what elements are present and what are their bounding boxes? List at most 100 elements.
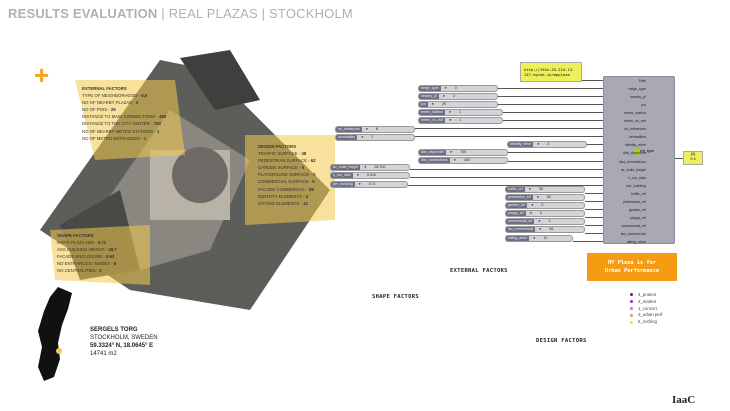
slider-grip-icon[interactable]: ● bbox=[538, 219, 541, 223]
component-input: traffic_srf bbox=[631, 191, 646, 196]
factor-value: 700 bbox=[153, 121, 161, 127]
component-input: playgr_srf bbox=[630, 215, 646, 220]
site-coords: 59.3324° N, 18.0645° E bbox=[90, 343, 154, 349]
slider-value: 0 bbox=[541, 203, 544, 207]
slider-grip-icon[interactable]: ● bbox=[364, 165, 367, 169]
legend-item: 5_nothing bbox=[630, 319, 662, 326]
slider-fac-commercial[interactable]: fac_commercial●89 bbox=[505, 226, 585, 233]
slider-centralities[interactable]: centralities●2 bbox=[335, 134, 415, 141]
legend-item: 1_concert bbox=[630, 306, 662, 313]
factor-item: RATIO PLAZA H/W - 0.71 bbox=[57, 239, 117, 246]
factor-value: 0 bbox=[312, 179, 315, 185]
factor-item: GARDEN SURFACE - 0 bbox=[258, 164, 316, 171]
factor-item: PEDESTRIAN SURFACE - 62 bbox=[258, 157, 316, 164]
slider-label: identity_elem bbox=[508, 142, 534, 147]
slider-nearby-pl[interactable]: nearby_pl●3 bbox=[418, 93, 498, 100]
component-input: fac_commercial bbox=[620, 231, 646, 236]
factor-value: 0 bbox=[301, 165, 305, 171]
legend-dot-icon bbox=[630, 306, 633, 310]
slider-dist-citycenter[interactable]: dist_citycenter●700 bbox=[418, 149, 508, 156]
slider-metro-station[interactable]: metro_station●1 bbox=[418, 109, 503, 116]
slider-label: garden_srf bbox=[506, 203, 528, 208]
slider-per-building[interactable]: per_building●0.71 bbox=[330, 181, 408, 188]
slider-value: 2 bbox=[371, 135, 374, 139]
slider-sitting-elem[interactable]: sitting_elem●12 bbox=[505, 235, 573, 242]
slider-grip-icon[interactable]: ● bbox=[444, 86, 447, 90]
wire bbox=[415, 128, 603, 130]
slider-grip-icon[interactable]: ● bbox=[361, 135, 364, 139]
slider-label: commercial_srf bbox=[506, 219, 535, 224]
slider-grip-icon[interactable]: ● bbox=[365, 127, 368, 131]
slider-grip-icon[interactable]: ● bbox=[449, 118, 452, 122]
slider-pedestrian-srf[interactable]: pedestrian_srf●62 bbox=[505, 194, 585, 201]
component-input: av_build_height bbox=[620, 167, 646, 172]
factor-item: NO OF NEARBY PLAZAS - 3 bbox=[82, 99, 166, 106]
slider-no-entrances[interactable]: no_entrances●8 bbox=[335, 126, 415, 133]
component-input: metro_no_ent bbox=[623, 119, 646, 124]
aerial-plaza-image bbox=[40, 50, 335, 310]
factor-value: 0.93 bbox=[105, 254, 115, 260]
factor-label: NO OF NEARBY METRO STATIONS - bbox=[82, 128, 157, 134]
slider-grip-icon[interactable]: ● bbox=[431, 102, 434, 106]
slider-grip-icon[interactable]: ● bbox=[449, 150, 453, 154]
slider-label: pedestrian_srf bbox=[506, 195, 533, 200]
slider-value: 0.510 bbox=[366, 173, 376, 177]
slider-traffic-srf[interactable]: traffic_srf●38 bbox=[505, 186, 585, 193]
slider-garden-srf[interactable]: garden_srf● 0 bbox=[505, 202, 585, 209]
slider-grip-icon[interactable]: ● bbox=[536, 195, 539, 199]
slider-metro-no-ent[interactable]: metro_no_ent●1 bbox=[418, 117, 503, 124]
slider-grip-icon[interactable]: ● bbox=[533, 236, 536, 240]
slider-grip-icon[interactable]: ● bbox=[529, 211, 532, 215]
component-input: dist_citycenter bbox=[623, 151, 646, 156]
slider-value: 12 bbox=[543, 236, 548, 240]
slider-h-sm-ratio[interactable]: h_sm_ratio●0.510 bbox=[330, 172, 410, 179]
legend-dot-icon bbox=[630, 320, 633, 324]
slider-commercial-srf[interactable]: commercial_srf●0 bbox=[505, 218, 585, 225]
slider-grip-icon[interactable]: ● bbox=[453, 158, 456, 162]
slider-grip-icon[interactable]: ● bbox=[356, 173, 359, 177]
factor-label: COMMERCIAL SURFACE - bbox=[258, 179, 313, 185]
slider-grip-icon[interactable]: ● bbox=[531, 203, 534, 207]
slider-grip-icon[interactable]: ● bbox=[537, 142, 540, 146]
slider-grip-icon[interactable]: ● bbox=[358, 182, 361, 186]
factor-label: SITTING ELEMENTS - bbox=[258, 200, 304, 206]
legend-item: 4_protest bbox=[630, 292, 662, 299]
wire bbox=[503, 120, 603, 122]
output-panel[interactable]: {0}0 4 bbox=[683, 151, 703, 165]
wire bbox=[587, 144, 603, 146]
component-input: dist_connections bbox=[619, 159, 646, 164]
slider-label: metro_station bbox=[419, 110, 445, 115]
slider-grip-icon[interactable]: ● bbox=[528, 187, 531, 191]
slider-label: fac_commercial bbox=[506, 227, 536, 232]
slider-grip-icon[interactable]: ● bbox=[539, 227, 542, 231]
slider-grip-icon[interactable]: ● bbox=[448, 110, 451, 114]
slider-identity-elem[interactable]: identity_elem●3 bbox=[507, 141, 587, 148]
factor-label: TYPE OF NEIGHBORHOOD - bbox=[82, 93, 142, 99]
factor-item: COMMERCIAL SURFACE - 0 bbox=[258, 178, 316, 185]
legend-item: 2_market bbox=[630, 299, 662, 306]
wire bbox=[585, 200, 603, 202]
factor-label: GARDEN SURFACE - bbox=[258, 165, 302, 171]
factor-value: 1 bbox=[156, 128, 160, 134]
slider-grip-icon[interactable]: ● bbox=[442, 94, 445, 98]
slider-poi[interactable]: poi●29 bbox=[418, 101, 498, 108]
factor-item: PLAYGROUND SURFACE - 0 bbox=[258, 171, 316, 178]
page-title: RESULTS EVALUATION | REAL PLAZAS | STOCK… bbox=[8, 6, 353, 21]
slider-heigh-type[interactable]: heigh_type●0 bbox=[418, 85, 498, 92]
factor-item: AVG BUILDING HEIGHT - 28.7 bbox=[57, 246, 117, 253]
slider-label: per_building bbox=[331, 182, 355, 187]
slider-playgr-srf[interactable]: playgr_srf●0 bbox=[505, 210, 585, 217]
url-panel[interactable]: http://192x-35-224-13-127.ngrok.io/mppla… bbox=[520, 62, 582, 82]
factor-value: 450 bbox=[159, 114, 167, 120]
site-area: 14741 m2 bbox=[90, 351, 117, 357]
slider-av-build-height[interactable]: av_build_height●28.700 bbox=[330, 164, 410, 171]
wire bbox=[415, 136, 603, 138]
slider-dist-connections[interactable]: dist_connections●450 bbox=[418, 157, 508, 164]
wire bbox=[498, 96, 603, 98]
factor-item: DISTANCE TO MAIN CONNECTIONS - 450 bbox=[82, 113, 166, 120]
factor-value: 38 bbox=[301, 151, 307, 157]
factor-value: 28.7 bbox=[108, 247, 117, 253]
component-input: poi bbox=[641, 103, 646, 108]
